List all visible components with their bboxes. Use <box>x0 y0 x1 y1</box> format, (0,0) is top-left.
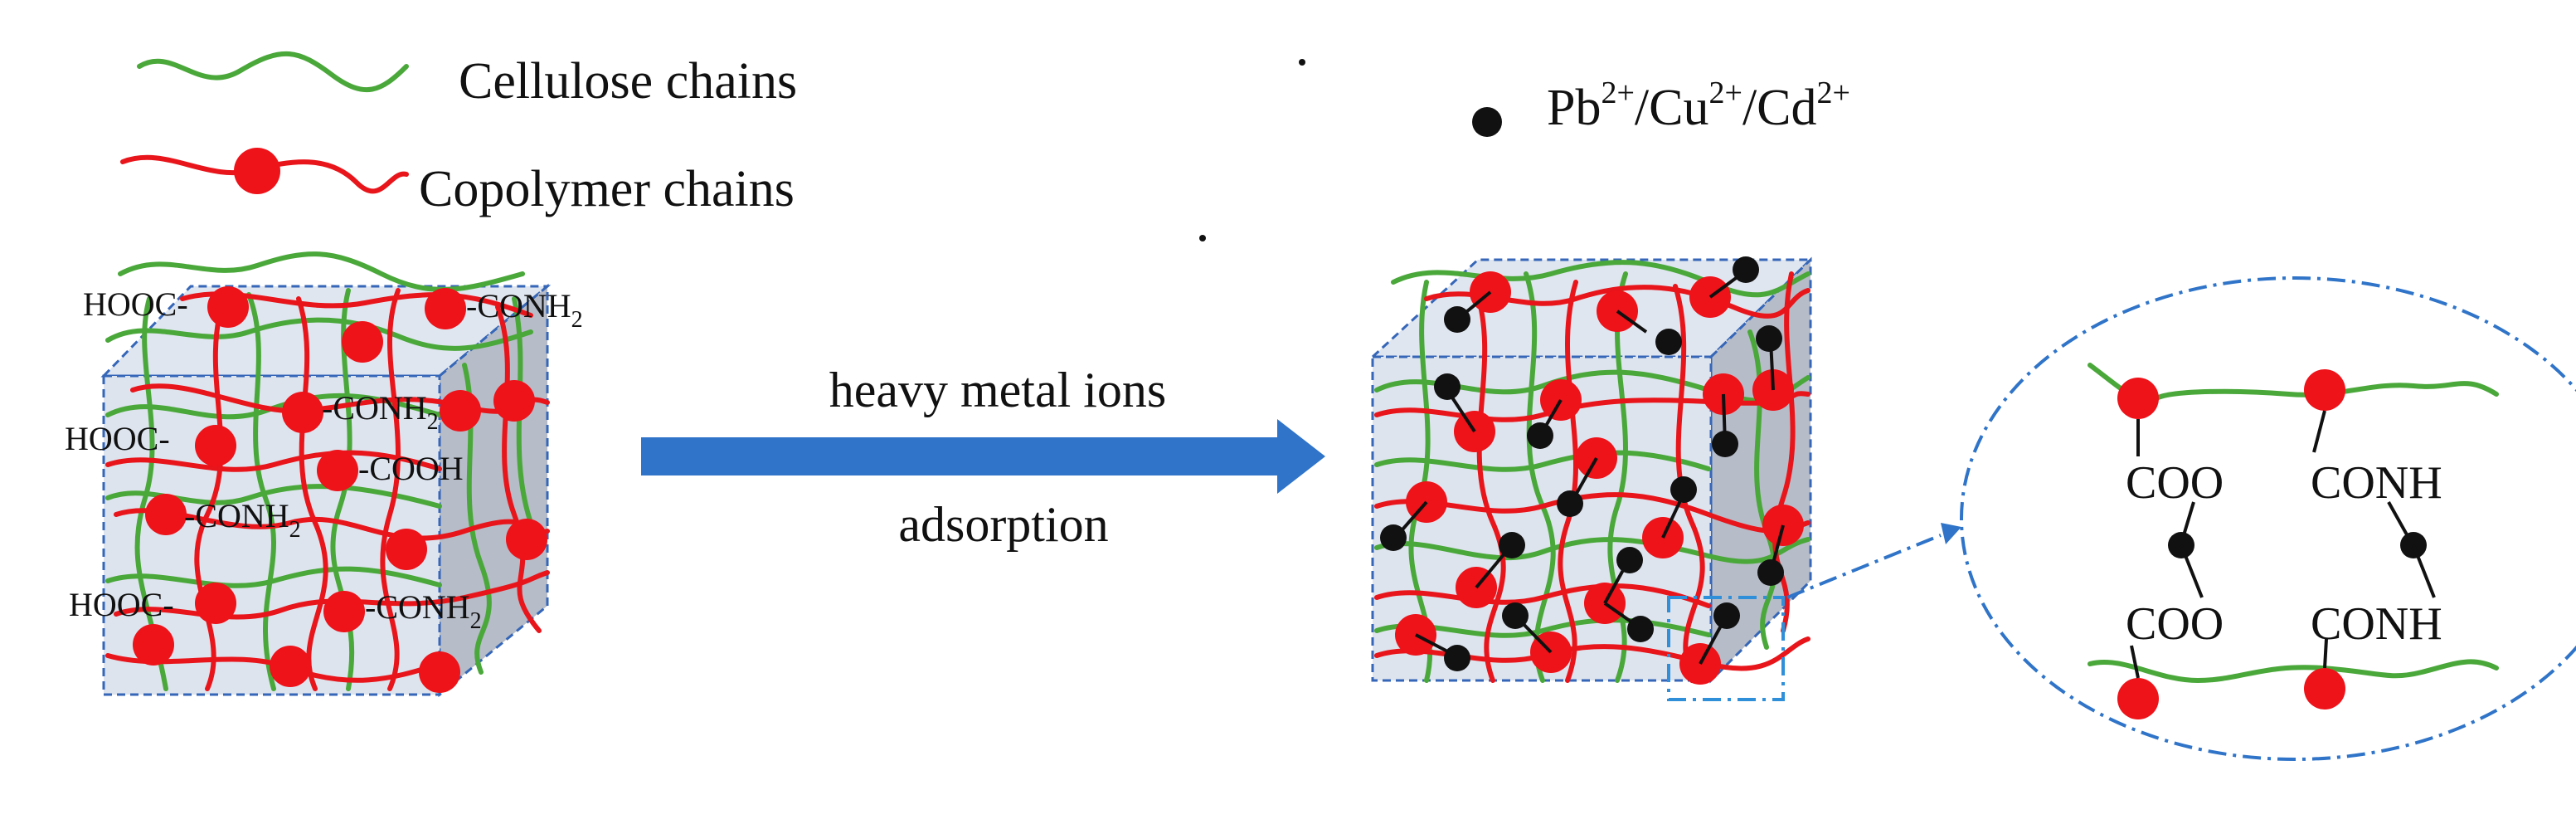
metal-ion <box>1444 306 1470 333</box>
zoom-node-top-right <box>2304 369 2345 411</box>
node <box>195 425 236 466</box>
left-hydrogel-cube: HOOC- -CONH2 HOOC- -CONH2 -COOH -CONH2 H… <box>65 251 583 698</box>
node <box>440 390 481 432</box>
zoom-arrowhead <box>1941 523 1961 544</box>
legend-copolymer-line <box>120 154 409 194</box>
group-hooc-mid: HOOC- <box>65 420 170 457</box>
metal-ion <box>1713 602 1740 629</box>
left-cube-functional-groups: HOOC- -CONH2 HOOC- -CONH2 -COOH -CONH2 H… <box>65 285 583 634</box>
node <box>270 646 311 687</box>
zoom-source-box <box>1667 596 1785 701</box>
zoom-coo-bottom: COO <box>2126 598 2224 650</box>
metal-ion <box>1756 325 1782 352</box>
node <box>419 651 460 693</box>
metal-ion <box>1434 373 1461 400</box>
group-conh2-bottom: -CONH2 <box>365 588 482 634</box>
pb-label: Pb <box>1547 80 1601 136</box>
stray-dot-2 <box>1199 235 1206 241</box>
process-arrow-group: heavy metal ions adsorption <box>641 363 1325 552</box>
zoom-connector <box>1786 523 1961 599</box>
node <box>133 624 174 666</box>
group-cooh-mid: -COOH <box>358 450 464 487</box>
metal-ion <box>1733 256 1759 283</box>
pb-charge: 2+ <box>1601 76 1634 110</box>
node <box>323 591 365 632</box>
cd-charge: 2+ <box>1817 76 1850 110</box>
metal-ion <box>1757 559 1784 586</box>
metal-ion <box>1670 476 1697 503</box>
node <box>506 519 547 560</box>
node <box>317 450 358 491</box>
metal-ion <box>1380 524 1407 551</box>
metal-ion <box>1557 490 1583 517</box>
legend: Cellulose chains Copolymer chains Pb2+/C… <box>120 51 1850 241</box>
node <box>425 288 466 329</box>
metal-ion <box>1627 616 1654 642</box>
zoom-conh-bottom: CONH <box>2311 598 2442 650</box>
zoom-coo-top: COO <box>2126 457 2224 509</box>
group-hooc-low: HOOC- <box>69 586 174 623</box>
legend-cellulose-line <box>137 51 409 92</box>
right-hydrogel-cube <box>1369 256 1814 701</box>
node <box>207 286 249 328</box>
right-cube-metal-ions <box>1380 256 1785 671</box>
cu-charge: 2+ <box>1709 76 1742 110</box>
metal-ion <box>1444 645 1470 671</box>
group-conh2-top: -CONH2 <box>466 287 583 333</box>
zoom-conh-top: CONH <box>2311 457 2442 509</box>
node <box>195 583 236 624</box>
legend-copolymer-label: Copolymer chains <box>419 161 795 217</box>
process-bottom-label: adsorption <box>898 497 1108 552</box>
node <box>386 529 427 570</box>
zoom-detail: COO CONH COO CONH <box>1960 276 2576 761</box>
stray-dot-1 <box>1299 59 1305 66</box>
node <box>342 321 383 363</box>
legend-cellulose-label: Cellulose chains <box>459 53 797 110</box>
slash-1: /Cu <box>1635 80 1709 136</box>
metal-ion <box>1616 547 1643 573</box>
legend-metal-ion-label: Pb2+/Cu2+/Cd2+ <box>1547 76 1850 136</box>
group-conh2-mid: -CONH2 <box>322 389 439 435</box>
legend-metal-ion-dot <box>1472 107 1502 137</box>
node <box>493 380 535 422</box>
process-arrow <box>641 419 1325 494</box>
process-top-label: heavy metal ions <box>829 363 1167 417</box>
slash-2: /Cd <box>1742 80 1817 136</box>
metal-ion <box>1655 329 1682 355</box>
left-cube-red-nodes <box>133 286 547 693</box>
legend-copolymer-dot <box>234 148 280 194</box>
group-conh2-low: -CONH2 <box>184 497 301 543</box>
zoom-node-bottom-left <box>2117 678 2159 719</box>
node <box>145 494 187 535</box>
metal-ion <box>1499 532 1525 558</box>
zoom-circle <box>1960 276 2576 761</box>
metal-ion <box>1502 602 1529 629</box>
metal-ion <box>1527 422 1553 449</box>
metal-ion <box>1712 431 1738 457</box>
group-hooc-top: HOOC- <box>83 285 188 323</box>
zoom-node-bottom-right <box>2304 668 2345 710</box>
right-cube-red-network <box>1374 271 1810 683</box>
node <box>282 392 323 433</box>
zoom-node-top-left <box>2117 378 2159 419</box>
